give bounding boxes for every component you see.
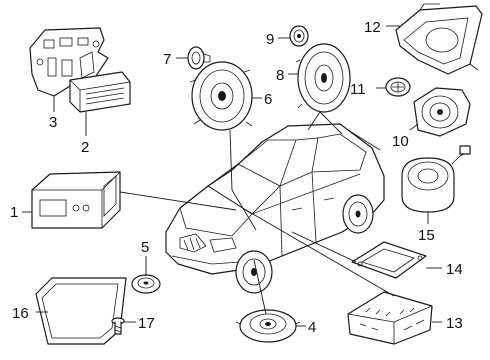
callout-8: 8: [276, 67, 284, 84]
amplifier-part: [69, 71, 131, 113]
rear-speaker-part: [295, 43, 351, 113]
callout-1: 1: [10, 204, 18, 221]
callout-7: 7: [163, 51, 171, 68]
rear-door-speaker-part: [235, 309, 301, 343]
callout-10: 10: [392, 133, 409, 150]
rear-tweeter-part: [289, 25, 309, 47]
front-door-speaker-part: [189, 61, 253, 131]
tweeter-front-part: [131, 274, 161, 294]
callout-15: 15: [418, 227, 435, 244]
callout-numbers: 1 2 3 4 5 6 7 8 9 10 11 12 13 14 15 16 1…: [10, 19, 463, 336]
car-body: [165, 123, 385, 294]
display-screen-part: [35, 277, 127, 345]
center-speaker-part: [413, 87, 471, 137]
callout-16: 16: [12, 305, 29, 322]
small-tweeter-part: [385, 77, 411, 97]
plate-part: [351, 241, 427, 279]
callout-17: 17: [138, 315, 155, 332]
callout-2: 2: [81, 139, 89, 156]
callout-3: 3: [49, 114, 57, 131]
front-tweeter-part: [187, 46, 211, 70]
callout-11: 11: [350, 81, 366, 98]
callout-4: 4: [308, 319, 316, 336]
leader-lines: [22, 25, 442, 327]
callout-6: 6: [264, 91, 272, 108]
callout-5: 5: [141, 239, 149, 256]
callout-9: 9: [266, 31, 274, 48]
subwoofer-part: [401, 145, 471, 213]
subwoofer-housing-part: [395, 3, 483, 75]
dsp-module-part: [347, 291, 433, 345]
callout-14: 14: [446, 261, 463, 278]
callout-12: 12: [364, 19, 381, 36]
screw-part: [111, 317, 125, 335]
head-unit-part: [31, 171, 121, 229]
callout-13: 13: [446, 315, 463, 332]
